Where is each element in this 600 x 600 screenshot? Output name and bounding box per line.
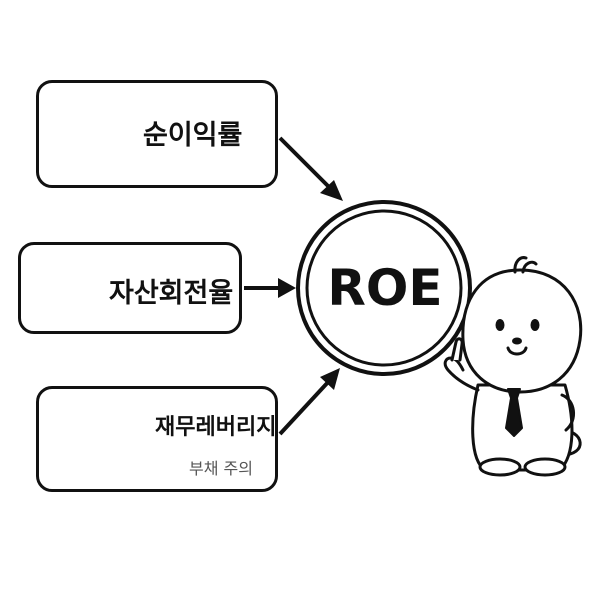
asset-turnover-label: 자산회전율 <box>109 278 234 309</box>
net-profit-margin-label: 순이익률 <box>143 120 243 151</box>
mascot <box>443 256 583 477</box>
financial-leverage-label: 재무레버리지 <box>155 415 277 440</box>
arrow-leverage-to-roe <box>278 368 340 436</box>
arrow-turnover-to-roe <box>244 278 296 298</box>
asset-turnover-box: 자산회전율 <box>18 242 242 334</box>
roe-circle <box>296 200 472 376</box>
financial-leverage-box: 재무레버리지 부채 주의 <box>36 386 278 492</box>
debt-warning-label: 부채 주의 <box>189 459 253 478</box>
net-profit-margin-box: 순이익률 <box>36 80 278 188</box>
roe-label: ROE <box>327 259 443 317</box>
arrow-profit-to-roe <box>278 136 343 201</box>
